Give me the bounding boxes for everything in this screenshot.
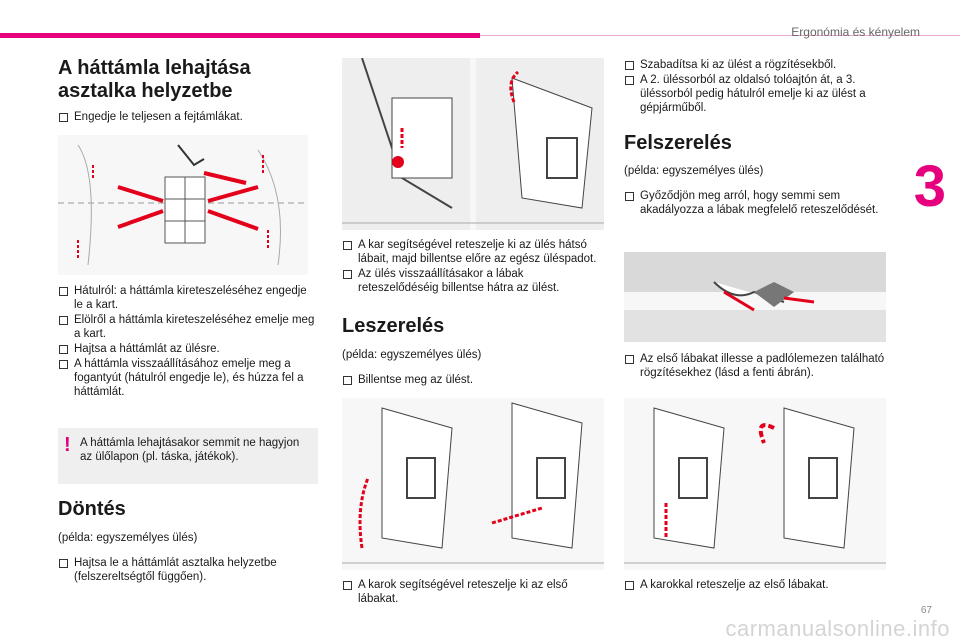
figure-lock-legs (624, 398, 886, 570)
seat-lock-diagram-icon (624, 407, 886, 564)
list-item: A karok segítségével reteszelje ki az el… (342, 578, 604, 606)
header-accent-bar (0, 33, 480, 38)
list-item: A karokkal reteszelje az első lábakat. (624, 578, 886, 592)
section-title-installation: Felszerelés (624, 132, 732, 154)
seat-legs-diagram-icon (342, 58, 604, 230)
floor-anchor-diagram-icon (624, 252, 886, 342)
lever-steps-list: A kar segítségével reteszelje ki az ülés… (342, 238, 604, 296)
chapter-number: 3 (913, 154, 946, 219)
list-item: Szabadítsa ki az ülést a rögzítésekből. (624, 58, 886, 72)
intro-list: Engedje le teljesen a fejtámlákat. (58, 110, 318, 125)
warning-icon: ! (64, 434, 71, 456)
section-title-tilt: Döntés (58, 498, 126, 520)
list-item: A 2. üléssorból az oldalsó tolóajtón át,… (624, 73, 886, 115)
list-item: Engedje le teljesen a fejtámlákat. (58, 110, 318, 124)
list-item: A kar segítségével reteszelje ki az ülés… (342, 238, 604, 266)
list-item: Billentse meg az ülést. (342, 373, 604, 387)
release-steps-list: Szabadítsa ki az ülést a rögzítésekből. … (624, 58, 886, 116)
figure-tilt-seat (342, 398, 604, 570)
figure-lever-release (342, 58, 604, 230)
tilt-example: (példa: egyszemélyes ülés) (58, 532, 198, 544)
removal-example: (példa: egyszemélyes ülés) (342, 349, 482, 361)
fold-steps-list: Hátulról: a háttámla kireteszeléséhez en… (58, 284, 318, 400)
figure-floor-anchors (624, 252, 886, 342)
list-item: Győződjön meg arról, hogy semmi sem akad… (624, 189, 886, 217)
insert-steps-list: Az első lábakat illesse a padlólemezen t… (624, 352, 886, 381)
chapter-title: Ergonómia és kényelem (791, 25, 920, 39)
list-item: Az ülés visszaállításakor a lábak retesz… (342, 267, 604, 295)
seat-diagram-icon (58, 144, 308, 266)
section-title-removal: Leszerelés (342, 315, 445, 337)
seat-tilt-diagram-icon (342, 402, 604, 564)
header-rule (480, 35, 960, 36)
tilt-steps-list: Hajtsa le a háttámlát asztalka helyzetbe… (58, 556, 308, 585)
list-item: Hajtsa a háttámlát az ülésre. (58, 342, 318, 356)
warning-text: A háttámla lehajtásakor semmit ne hagyjo… (80, 437, 300, 463)
watermark: carmanualsonline.info (725, 616, 950, 641)
list-item: Hajtsa le a háttámlát asztalka helyzetbe… (58, 556, 308, 584)
section-title-fold-table: A háttámla lehajtása asztalka helyzetbe (58, 57, 251, 102)
list-item: A háttámla visszaállításához emelje meg … (58, 357, 318, 399)
warning-box: ! A háttámla lehajtásakor semmit ne hagy… (58, 428, 318, 484)
page-number: 67 (920, 605, 932, 616)
list-item: Hátulról: a háttámla kireteszeléséhez en… (58, 284, 318, 312)
list-item: Elölről a háttámla kireteszeléséhez emel… (58, 313, 318, 341)
installation-steps-list: Győződjön meg arról, hogy semmi sem akad… (624, 189, 886, 218)
front-legs-steps-list: A karok segítségével reteszelje ki az el… (342, 578, 604, 607)
list-item: Az első lábakat illesse a padlólemezen t… (624, 352, 886, 380)
removal-steps-list: Billentse meg az ülést. (342, 373, 604, 388)
installation-example: (példa: egyszemélyes ülés) (624, 165, 764, 177)
lock-steps-list: A karokkal reteszelje az első lábakat. (624, 578, 886, 593)
figure-fold-table (58, 135, 308, 275)
